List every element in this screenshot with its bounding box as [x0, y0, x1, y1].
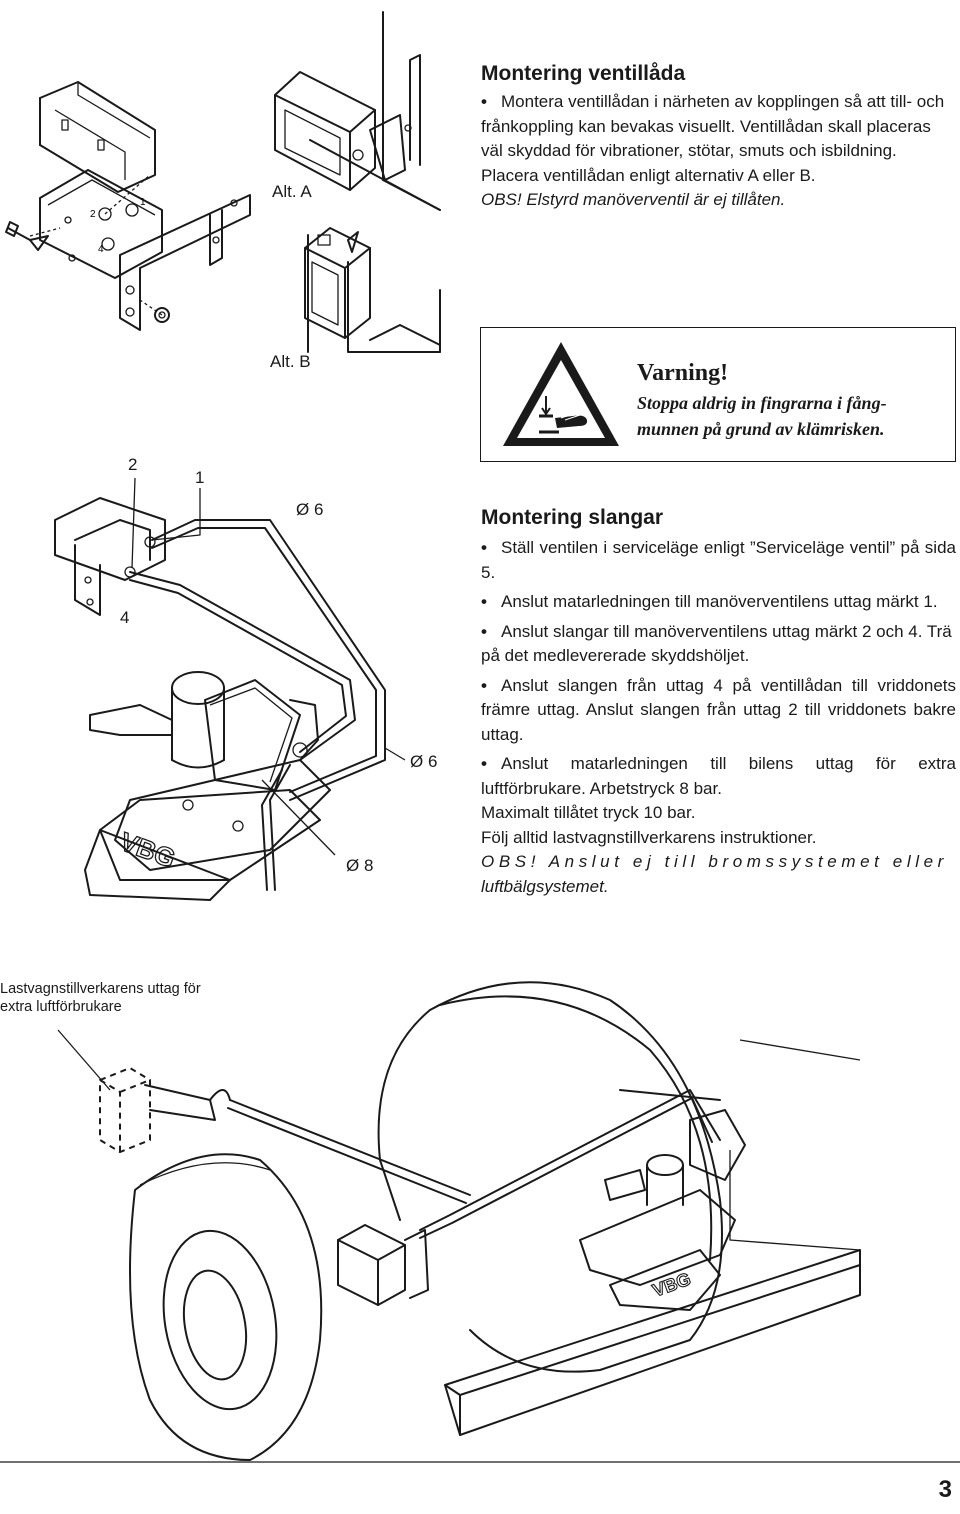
- valve-box-line-2: Placera ventillådan enligt alternativ A …: [481, 165, 816, 185]
- diameter-8-label: Ø 8: [346, 856, 374, 875]
- svg-text:4: 4: [98, 244, 104, 255]
- truck-outlet-label: Lastvagnstillverkarens uttag för extra l…: [0, 981, 201, 1015]
- page-number: 3: [938, 1476, 952, 1503]
- alt-a-label: Alt. A: [272, 182, 312, 201]
- hoses-section: Montering slangar Ställ ventilen i servi…: [481, 506, 956, 899]
- wall-mount-alt-a-b-drawing: [274, 11, 441, 353]
- truck-chassis-drawing: VBG: [57, 981, 861, 1461]
- exploded-valve-box-drawing: 2 1 4: [5, 81, 251, 331]
- obs-brake-warning: OBS! Anslut ej till bromssystemet eller: [481, 852, 948, 871]
- valve-box-obs-line: OBS! Elstyrd manöverventil är ej tillåte…: [481, 190, 786, 209]
- alt-b-label: Alt. B: [270, 352, 311, 371]
- hoses-bullet-1: Ställ ventilen i serviceläge enligt ”Ser…: [481, 536, 956, 585]
- svg-text:VBG: VBG: [650, 1269, 694, 1301]
- warning-text: Stoppa aldrig in fingrarna i fång-munnen…: [637, 393, 887, 439]
- obs-brake-warning-end: luftbälgsystemet.: [481, 876, 609, 896]
- valve-box-bullet-1: Montera ventillådan i närheten av koppli…: [481, 90, 956, 164]
- max-pressure-line: Maximalt tillåtet tryck 10 bar.: [481, 803, 696, 822]
- valve-box-heading: Montering ventillåda: [481, 62, 686, 85]
- coupling-with-hoses-drawing: VBG: [54, 477, 406, 901]
- svg-text:1: 1: [140, 197, 146, 208]
- port-4-label: 4: [120, 608, 130, 627]
- crush-hazard-warning-icon: [503, 342, 619, 446]
- warning-box: Varning! Stoppa aldrig in fingrarna i få…: [480, 327, 956, 462]
- diameter-6-mid-label: Ø 6: [410, 752, 438, 771]
- port-2-label: 2: [128, 455, 138, 474]
- hoses-bullet-2: Anslut matarledningen till manöverventil…: [481, 590, 956, 615]
- hoses-bullet-3: Anslut slangar till manöverventilens utt…: [481, 620, 956, 669]
- svg-text:2: 2: [90, 209, 96, 220]
- hoses-heading: Montering slangar: [481, 506, 664, 529]
- manufacturer-instructions-line: Följ alltid lastvagnstillverkarens instr…: [481, 827, 817, 847]
- valve-box-section: Montering ventillåda Montera ventillådan…: [481, 62, 956, 218]
- hoses-bullet-5: Anslut matarledningen till bilens uttag …: [481, 752, 956, 801]
- warning-title: Varning!: [637, 360, 729, 386]
- port-1-label: 1: [195, 468, 205, 487]
- hoses-bullet-4: Anslut slangen från uttag 4 på ventillåd…: [481, 674, 956, 748]
- vbg-logo: VBG: [116, 826, 179, 873]
- diameter-6-top-label: Ø 6: [296, 500, 324, 519]
